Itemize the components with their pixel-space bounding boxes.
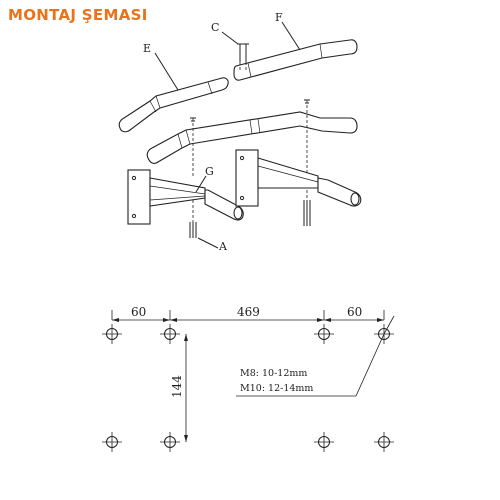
mount-hole	[102, 324, 122, 344]
label-e: E	[143, 42, 151, 55]
dim-center-spacing: 469	[237, 305, 260, 319]
mount-hole	[102, 432, 122, 452]
mount-hole	[160, 432, 180, 452]
note-m8: M8: 10-12mm	[240, 368, 307, 379]
leader-e	[154, 52, 179, 91]
leader-a	[197, 237, 219, 249]
mount-hole	[160, 324, 180, 344]
dim-vertical-spacing: 144	[170, 375, 184, 398]
mount-hole	[314, 432, 334, 452]
left-wall-bracket	[127, 169, 244, 225]
hole-layout	[102, 310, 395, 452]
note-m10: M10: 12-14mm	[240, 383, 313, 394]
leader-g	[195, 175, 207, 193]
right-wall-bracket	[235, 149, 362, 207]
mount-hole	[314, 324, 334, 344]
leader-c	[221, 31, 239, 45]
label-a: A	[218, 240, 228, 253]
bar-part-e	[118, 77, 229, 133]
assembled-bar	[146, 111, 358, 164]
label-c: C	[211, 21, 219, 34]
bar-part-f	[233, 39, 358, 81]
dim-left-spacing: 60	[131, 305, 146, 319]
label-f: F	[275, 11, 283, 24]
leader-f	[281, 21, 301, 51]
mount-hole	[374, 432, 394, 452]
diagram-title: MONTAJ ŞEMASI	[8, 6, 148, 24]
anchor-screw-a	[189, 200, 311, 238]
dim-right-spacing: 60	[347, 305, 362, 319]
label-g: G	[205, 165, 214, 178]
